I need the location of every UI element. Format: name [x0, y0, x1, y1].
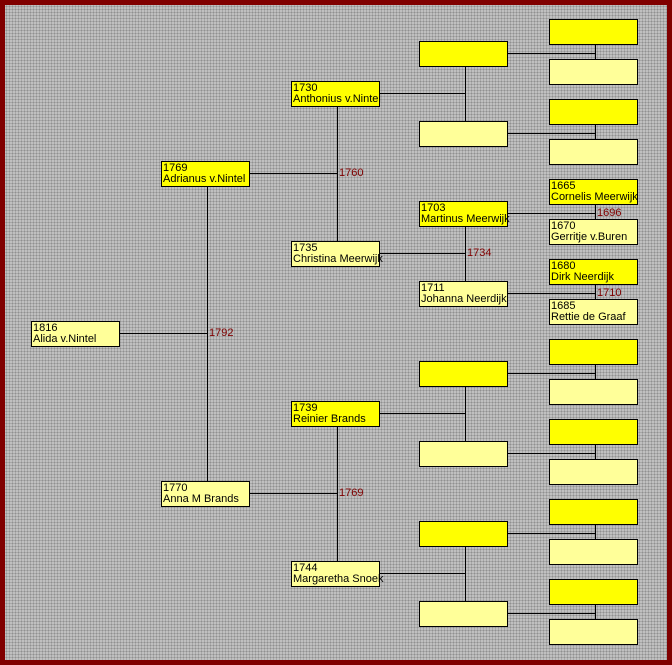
person-box[interactable]	[549, 59, 638, 85]
person-box[interactable]	[549, 419, 638, 445]
parents-connector-line	[595, 364, 596, 379]
connector-line	[379, 573, 465, 574]
person-box[interactable]	[549, 139, 638, 165]
person-box[interactable]	[549, 19, 638, 45]
person-box[interactable]	[549, 579, 638, 605]
person-year: 1769	[163, 162, 188, 174]
connector-line	[507, 133, 595, 134]
parents-connector-line	[465, 546, 466, 601]
person-year: 1730	[293, 82, 318, 94]
parents-connector-line	[465, 386, 466, 441]
connector-line	[249, 493, 337, 494]
person-box[interactable]	[549, 499, 638, 525]
person-box[interactable]	[419, 361, 508, 387]
person-year: 1744	[293, 562, 318, 574]
parents-connector-line	[337, 426, 338, 561]
marriage-year: 1734	[467, 247, 492, 259]
person-year: 1703	[421, 202, 446, 214]
marriage-year: 1710	[597, 287, 622, 299]
person-name: Martinus Meerwijk	[421, 213, 510, 225]
marriage-year: 1696	[597, 207, 622, 219]
person-year: 1711	[421, 282, 445, 294]
person-box[interactable]	[419, 441, 508, 467]
person-box[interactable]	[549, 379, 638, 405]
connector-line	[119, 333, 207, 334]
connector-line	[507, 613, 595, 614]
parents-connector-line	[595, 204, 596, 219]
connector-line	[507, 533, 595, 534]
person-box[interactable]	[419, 521, 508, 547]
connector-line	[507, 373, 595, 374]
person-name: Dirk Neerdijk	[551, 271, 614, 283]
person-name: Johanna Neerdijk	[421, 293, 507, 305]
parents-connector-line	[595, 284, 596, 299]
parents-connector-line	[595, 124, 596, 139]
connector-line	[507, 453, 595, 454]
person-name: Adrianus v.Nintel	[163, 173, 246, 185]
person-box[interactable]	[419, 601, 508, 627]
person-box[interactable]	[549, 619, 638, 645]
person-year: 1735	[293, 242, 318, 254]
person-year: 1680	[551, 260, 576, 272]
parents-connector-line	[595, 604, 596, 619]
connector-line	[379, 253, 465, 254]
person-name: Alida v.Nintel	[33, 333, 97, 345]
person-year: 1739	[293, 402, 318, 414]
connector-line	[249, 173, 337, 174]
connector-line	[507, 293, 595, 294]
marriage-year: 1760	[339, 167, 364, 179]
person-box[interactable]	[549, 339, 638, 365]
connector-line	[507, 53, 595, 54]
person-name: Rettie de Graaf	[551, 311, 626, 323]
marriage-year: 1792	[209, 327, 234, 339]
connector-line	[507, 213, 595, 214]
person-year: 1685	[551, 300, 576, 312]
person-year: 1665	[551, 180, 576, 192]
person-name: Christina Meerwijk	[293, 253, 383, 265]
person-box[interactable]	[549, 459, 638, 485]
person-box[interactable]	[549, 99, 638, 125]
person-name: Anna M Brands	[163, 493, 239, 505]
parents-connector-line	[465, 226, 466, 281]
person-year: 1816	[33, 322, 58, 334]
parents-connector-line	[337, 106, 338, 241]
person-year: 1770	[163, 482, 188, 494]
parents-connector-line	[595, 444, 596, 459]
marriage-year: 1769	[339, 487, 364, 499]
person-name: Anthonius v.Nintel	[293, 93, 381, 105]
parents-connector-line	[595, 44, 596, 59]
parents-connector-line	[595, 524, 596, 539]
person-year: 1670	[551, 220, 576, 232]
parents-connector-line	[207, 186, 208, 481]
person-name: Gerritje v.Buren	[551, 231, 628, 243]
connector-line	[379, 93, 465, 94]
parents-connector-line	[465, 66, 466, 121]
connector-line	[379, 413, 465, 414]
person-box[interactable]	[549, 539, 638, 565]
person-name: Cornelis Meerwijk	[551, 191, 638, 203]
person-box[interactable]	[419, 41, 508, 67]
person-name: Reinier Brands	[293, 413, 366, 425]
person-box[interactable]	[419, 121, 508, 147]
person-name: Margaretha Snoek	[293, 573, 384, 585]
